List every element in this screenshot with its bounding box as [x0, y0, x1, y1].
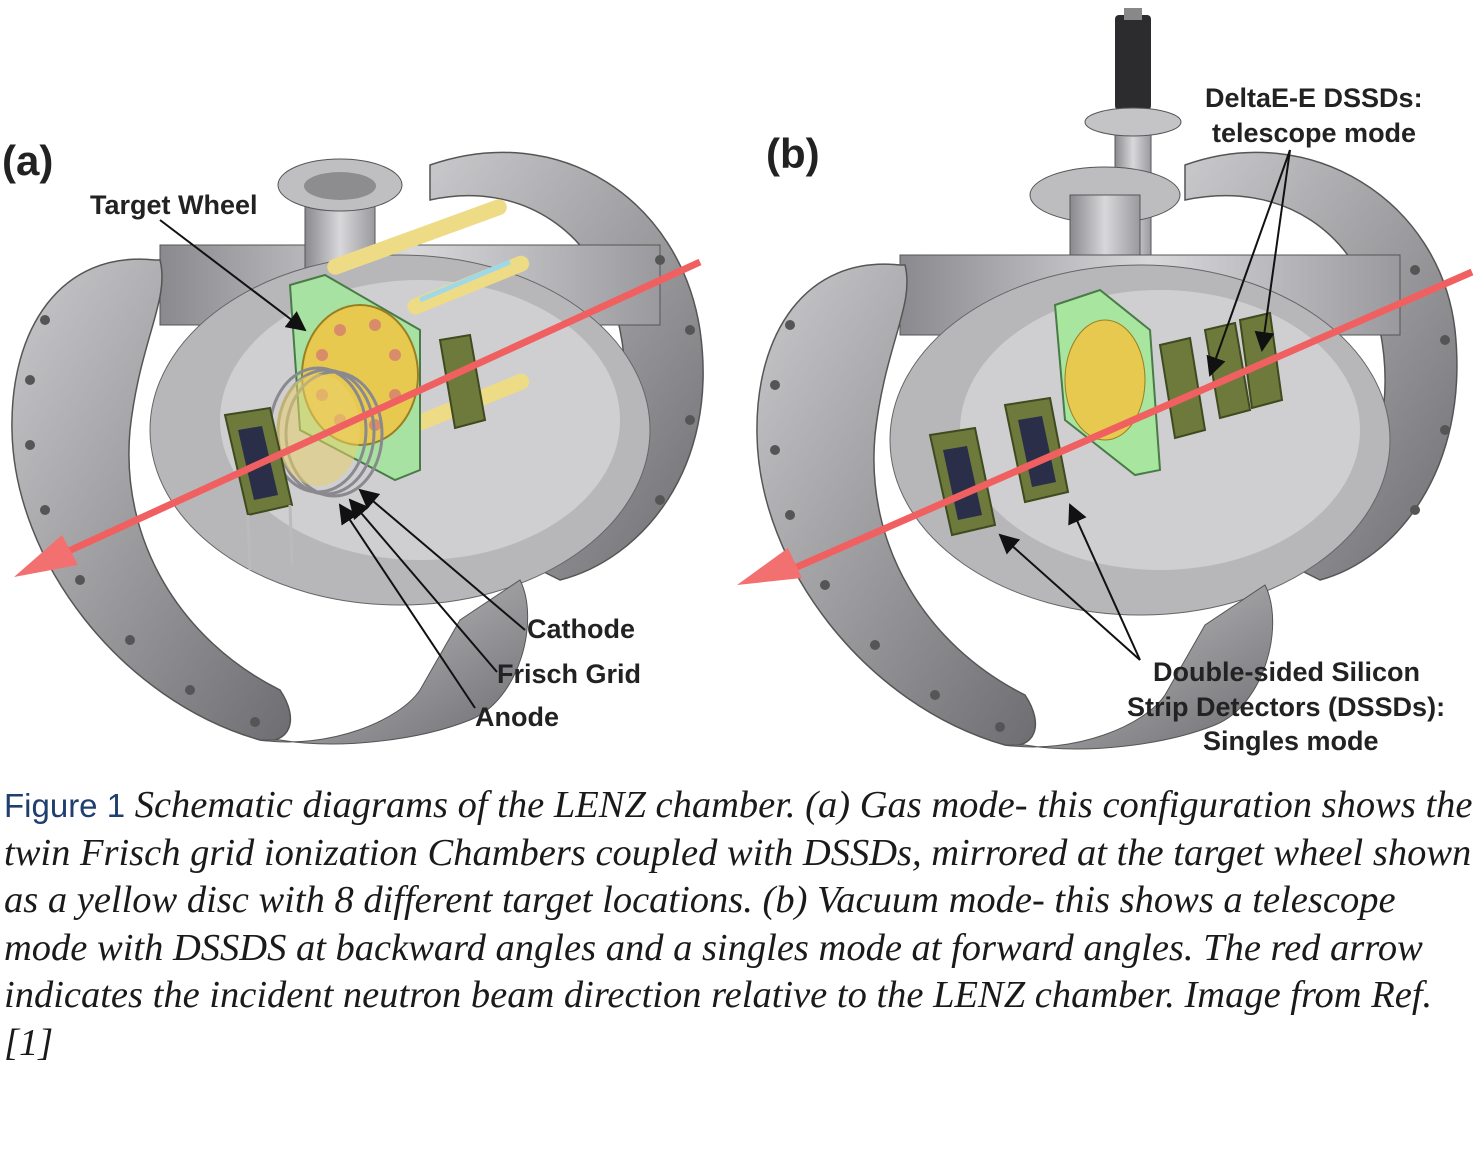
dssd-singles-1 [928, 426, 997, 537]
neutron-beam-arrow [14, 258, 702, 577]
chamber-top-port-bore [304, 172, 376, 200]
panel-b: (b) DeltaE-E DSSDs: telescope mode Doubl… [737, 8, 1474, 756]
anode-callout: Anode [475, 702, 559, 732]
chamber-front-flange-bottom [259, 579, 529, 745]
panel-a-label: (a) [2, 137, 53, 184]
figure-caption-text: Schematic diagrams of the LENZ chamber. … [4, 784, 1473, 1064]
frisch-grid-callout: Frisch Grid [497, 659, 641, 689]
callout-leader-lines-b [998, 149, 1291, 661]
telescope-callout-line2: telescope mode [1212, 118, 1416, 148]
target-wheel-b [1064, 319, 1146, 441]
feedthrough-connector [1115, 15, 1151, 110]
chamber-b-front-flange-bottom [1004, 584, 1274, 750]
singles-callout-line3: Singles mode [1203, 726, 1379, 756]
feedthrough-flange [1084, 107, 1182, 137]
figure-caption: Figure 1 Schematic diagrams of the LENZ … [4, 782, 1474, 1067]
cathode-callout: Cathode [527, 614, 635, 644]
singles-callout-line1: Double-sided Silicon [1153, 657, 1420, 687]
dssd-singles-2 [1003, 396, 1070, 504]
figure-caption-label: Figure 1 [4, 787, 126, 824]
lenz-chamber-figure: (a) Target Wheel Cathode Frisch Grid Ano… [2, 8, 1474, 756]
neutron-beam-arrow-b [737, 268, 1474, 585]
telescope-callout-line1: DeltaE-E DSSDs: [1205, 83, 1423, 113]
panel-a: (a) Target Wheel Cathode Frisch Grid Ano… [2, 137, 704, 745]
flange-bolt-holes [25, 255, 695, 727]
anode-disc [276, 374, 360, 486]
callout-leader-lines [159, 219, 526, 709]
dssd-board [438, 333, 487, 430]
panel-b-label: (b) [766, 130, 820, 177]
flange-bolt-holes-b [770, 265, 1450, 732]
singles-callout-line2: Strip Detectors (DSSDs): [1127, 692, 1445, 722]
target-wheel-callout: Target Wheel [90, 190, 258, 220]
feedthrough-connector-cap [1124, 8, 1142, 20]
